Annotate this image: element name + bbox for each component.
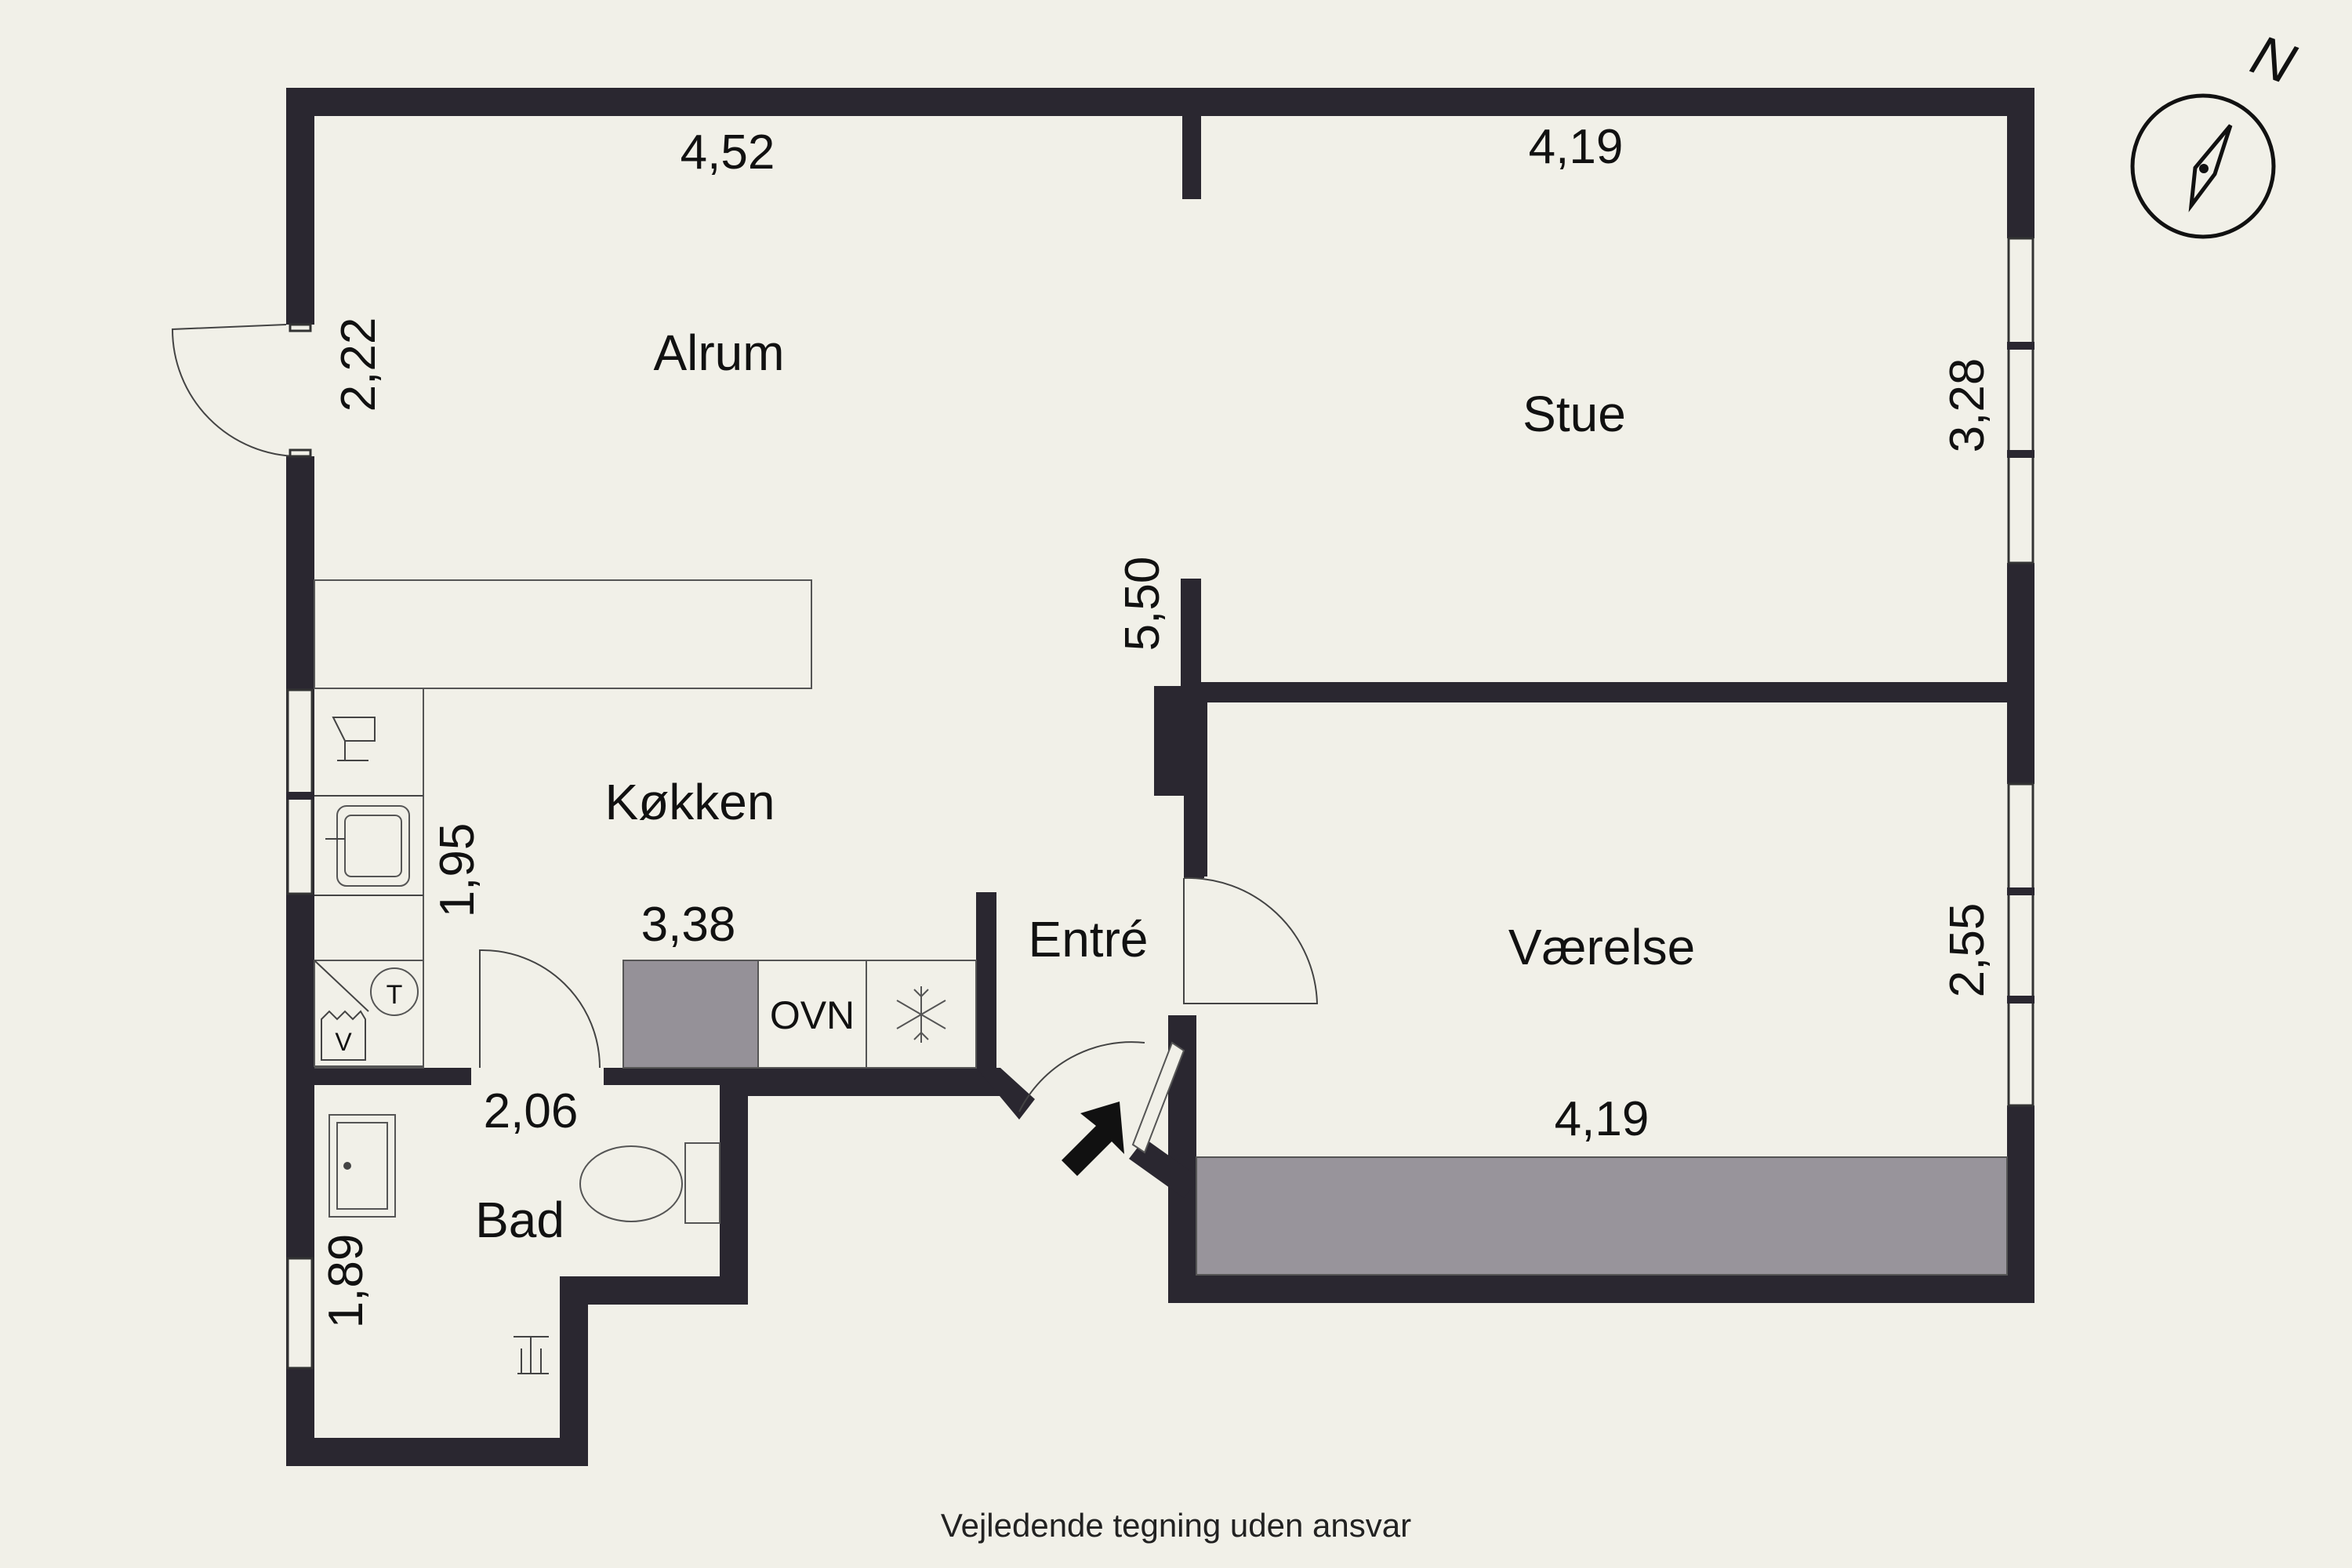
stue-vaerelse-wall bbox=[1181, 682, 2034, 702]
east-wall-mid bbox=[2007, 563, 2034, 784]
north-stub bbox=[1182, 116, 1201, 199]
room-label-alrum: Alrum bbox=[653, 325, 784, 381]
balcony-door bbox=[171, 324, 299, 457]
room-label-vaerelse: Værelse bbox=[1508, 919, 1695, 975]
north-wall bbox=[286, 88, 2034, 116]
entre-angle-wall bbox=[976, 1068, 1035, 1120]
dim-bath-depth: 1,89 bbox=[319, 1234, 373, 1329]
dim-stue-width: 4,19 bbox=[1529, 120, 1624, 174]
bad-north-wall-right bbox=[604, 1068, 729, 1085]
south-wall-vaerelse bbox=[1168, 1275, 2034, 1303]
entre-west-wall bbox=[976, 892, 996, 1080]
stue-window bbox=[2007, 237, 2034, 564]
bad-north-wall bbox=[314, 1068, 471, 1085]
snowflake-icon bbox=[896, 986, 946, 1043]
kitchen: T V OVN bbox=[314, 579, 977, 1069]
vaerelse-door bbox=[1183, 877, 1319, 1004]
bathroom bbox=[328, 1114, 720, 1374]
washer-label: V bbox=[335, 1028, 352, 1056]
oven-label: OVN bbox=[770, 993, 855, 1037]
kitchen-cabinet bbox=[622, 960, 759, 1069]
walls bbox=[286, 88, 2034, 1466]
bad-east-wall bbox=[720, 1068, 748, 1305]
wardrobe bbox=[1196, 1156, 2008, 1276]
stue-stub bbox=[1181, 579, 1201, 695]
doors bbox=[171, 323, 1319, 1154]
dishwasher-icon bbox=[332, 717, 376, 742]
entry-door-arc bbox=[1018, 1041, 1145, 1112]
room-label-stue: Stue bbox=[1523, 386, 1626, 442]
dim-vaerelse-width: 4,19 bbox=[1555, 1092, 1650, 1146]
bad-window bbox=[286, 1257, 314, 1370]
entrance-arrow-icon bbox=[1062, 1102, 1124, 1176]
footer-disclaimer: Vejledende tegning uden ansvar bbox=[941, 1507, 1411, 1544]
bad-door bbox=[479, 949, 601, 1069]
washer-icon bbox=[321, 1010, 366, 1061]
toilet-icon bbox=[579, 1145, 683, 1222]
dim-bath-width: 2,06 bbox=[484, 1084, 579, 1138]
tumbler-icon bbox=[370, 967, 419, 1016]
west-wall-top bbox=[286, 88, 314, 325]
compass-icon bbox=[2130, 93, 2276, 239]
pillar bbox=[1154, 686, 1193, 796]
dim-alrum-depth: 2,22 bbox=[332, 318, 386, 412]
south-wall-bad bbox=[286, 1438, 588, 1466]
dim-stue-depth: 3,28 bbox=[1940, 358, 1994, 453]
dim-kitchen-width: 3,38 bbox=[641, 898, 736, 952]
tumbler-label: T bbox=[387, 980, 403, 1010]
east-wall-bottom bbox=[2007, 1105, 2034, 1303]
vaerelse-window bbox=[2007, 782, 2034, 1107]
entry-door-leaf bbox=[1131, 1041, 1185, 1154]
bad-step-vertical bbox=[560, 1276, 588, 1466]
room-label-kokken: Køkken bbox=[605, 774, 775, 830]
compass-north-label: N bbox=[2243, 24, 2303, 96]
room-label-bad: Bad bbox=[475, 1192, 564, 1248]
bad-step-horizontal bbox=[560, 1276, 748, 1305]
dim-alrum-width: 4,52 bbox=[681, 125, 775, 180]
entre-angle-wall-right bbox=[1129, 1138, 1200, 1198]
room-label-entre: Entré bbox=[1029, 911, 1149, 967]
kitchen-island bbox=[314, 579, 812, 689]
windows bbox=[286, 237, 2034, 1370]
dim-kitchen-depth: 1,95 bbox=[430, 823, 485, 918]
shower-icon bbox=[514, 1336, 549, 1374]
kitchen-south-wall bbox=[720, 1068, 1000, 1096]
dim-vaerelse-depth: 2,55 bbox=[1940, 903, 1994, 998]
dim-kitchen-wall: 5,50 bbox=[1116, 557, 1170, 652]
east-wall-top bbox=[2007, 88, 2034, 238]
